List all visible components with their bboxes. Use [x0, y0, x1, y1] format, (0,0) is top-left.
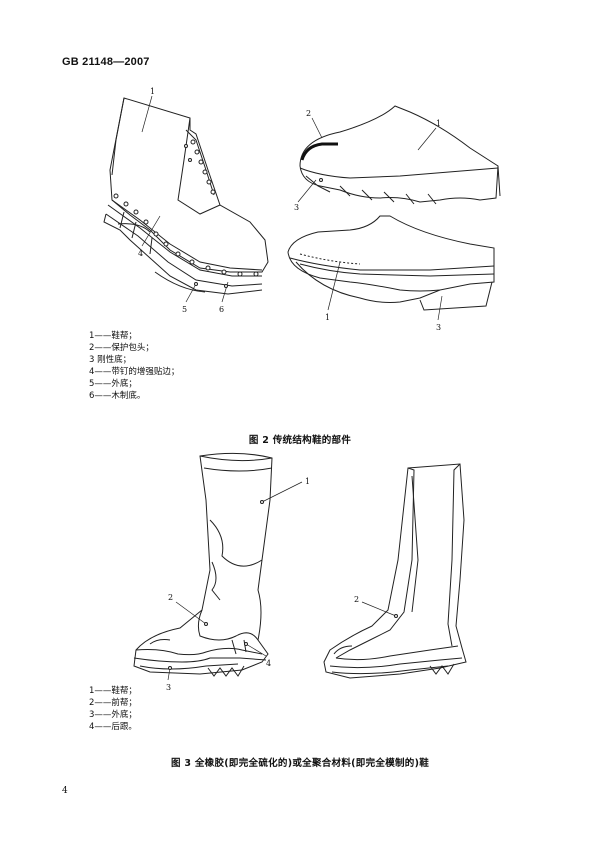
page-number: 4	[62, 786, 68, 796]
sole-construction-drawing	[288, 216, 494, 310]
legend-item: 4——后跟。	[89, 722, 137, 732]
fig3-label-4: 4	[266, 659, 271, 668]
fig3-label-2b: 2	[354, 595, 359, 604]
figure-3-dots	[169, 501, 398, 670]
fig3-label-1: 1	[305, 477, 310, 486]
figure-3-caption: 图 3 全橡胶(即完全硫化的)或全聚合材料(即完全模制的)鞋	[170, 758, 430, 769]
fig2-label-1c: 1	[325, 313, 330, 322]
legend-item: 5——外底；	[89, 379, 137, 389]
fig2-label-6: 6	[219, 305, 224, 314]
fig2-label-1a: 1	[150, 87, 155, 96]
figure-2-drawings: 1 4 5 6 2 1 3 1 3	[0, 87, 600, 332]
legend-item: 1——鞋帮；	[89, 686, 137, 696]
figure-2-caption: 图 2 传统结构鞋的部件	[248, 435, 352, 446]
legend-item: 1——鞋帮；	[89, 331, 137, 341]
figure-2-legend: 1——鞋帮； 2——保护包头； 3 刚性底； 4——带钉的增强贴边； 5——外底…	[89, 330, 179, 402]
figure-2-dots	[114, 140, 323, 288]
fig2-label-4: 4	[138, 249, 143, 258]
legend-item: 2——前帮；	[89, 698, 137, 708]
fig2-label-3a: 3	[294, 203, 299, 212]
fig2-label-2: 2	[306, 109, 311, 118]
legend-item: 4——带钉的增强贴边；	[89, 367, 180, 377]
laced-boot-drawing	[104, 98, 268, 294]
figure-3-legend: 1——鞋帮； 2——前帮； 3——外底； 4——后跟。	[89, 685, 137, 733]
standard-number: GB 21148—2007	[62, 56, 150, 68]
fig2-label-1b: 1	[436, 119, 441, 128]
shoe-with-toecap-drawing	[300, 106, 500, 204]
rubber-boot-front-drawing	[134, 453, 272, 676]
rubber-boot-side-drawing	[324, 464, 466, 678]
legend-item: 2——保护包头；	[89, 343, 154, 353]
legend-item: 3 刚性底；	[89, 355, 132, 365]
legend-item: 6——木制底。	[89, 391, 146, 401]
fig3-label-3: 3	[166, 683, 171, 692]
figure-3-drawings: 1 2 3 4 2	[0, 440, 600, 692]
fig2-label-3b: 3	[436, 323, 441, 332]
figure-2-leader-lines	[142, 96, 442, 320]
fig3-label-2a: 2	[168, 593, 173, 602]
figure-3-leader-lines	[168, 482, 396, 680]
fig2-label-5: 5	[182, 305, 187, 314]
legend-item: 3——外底；	[89, 710, 137, 720]
